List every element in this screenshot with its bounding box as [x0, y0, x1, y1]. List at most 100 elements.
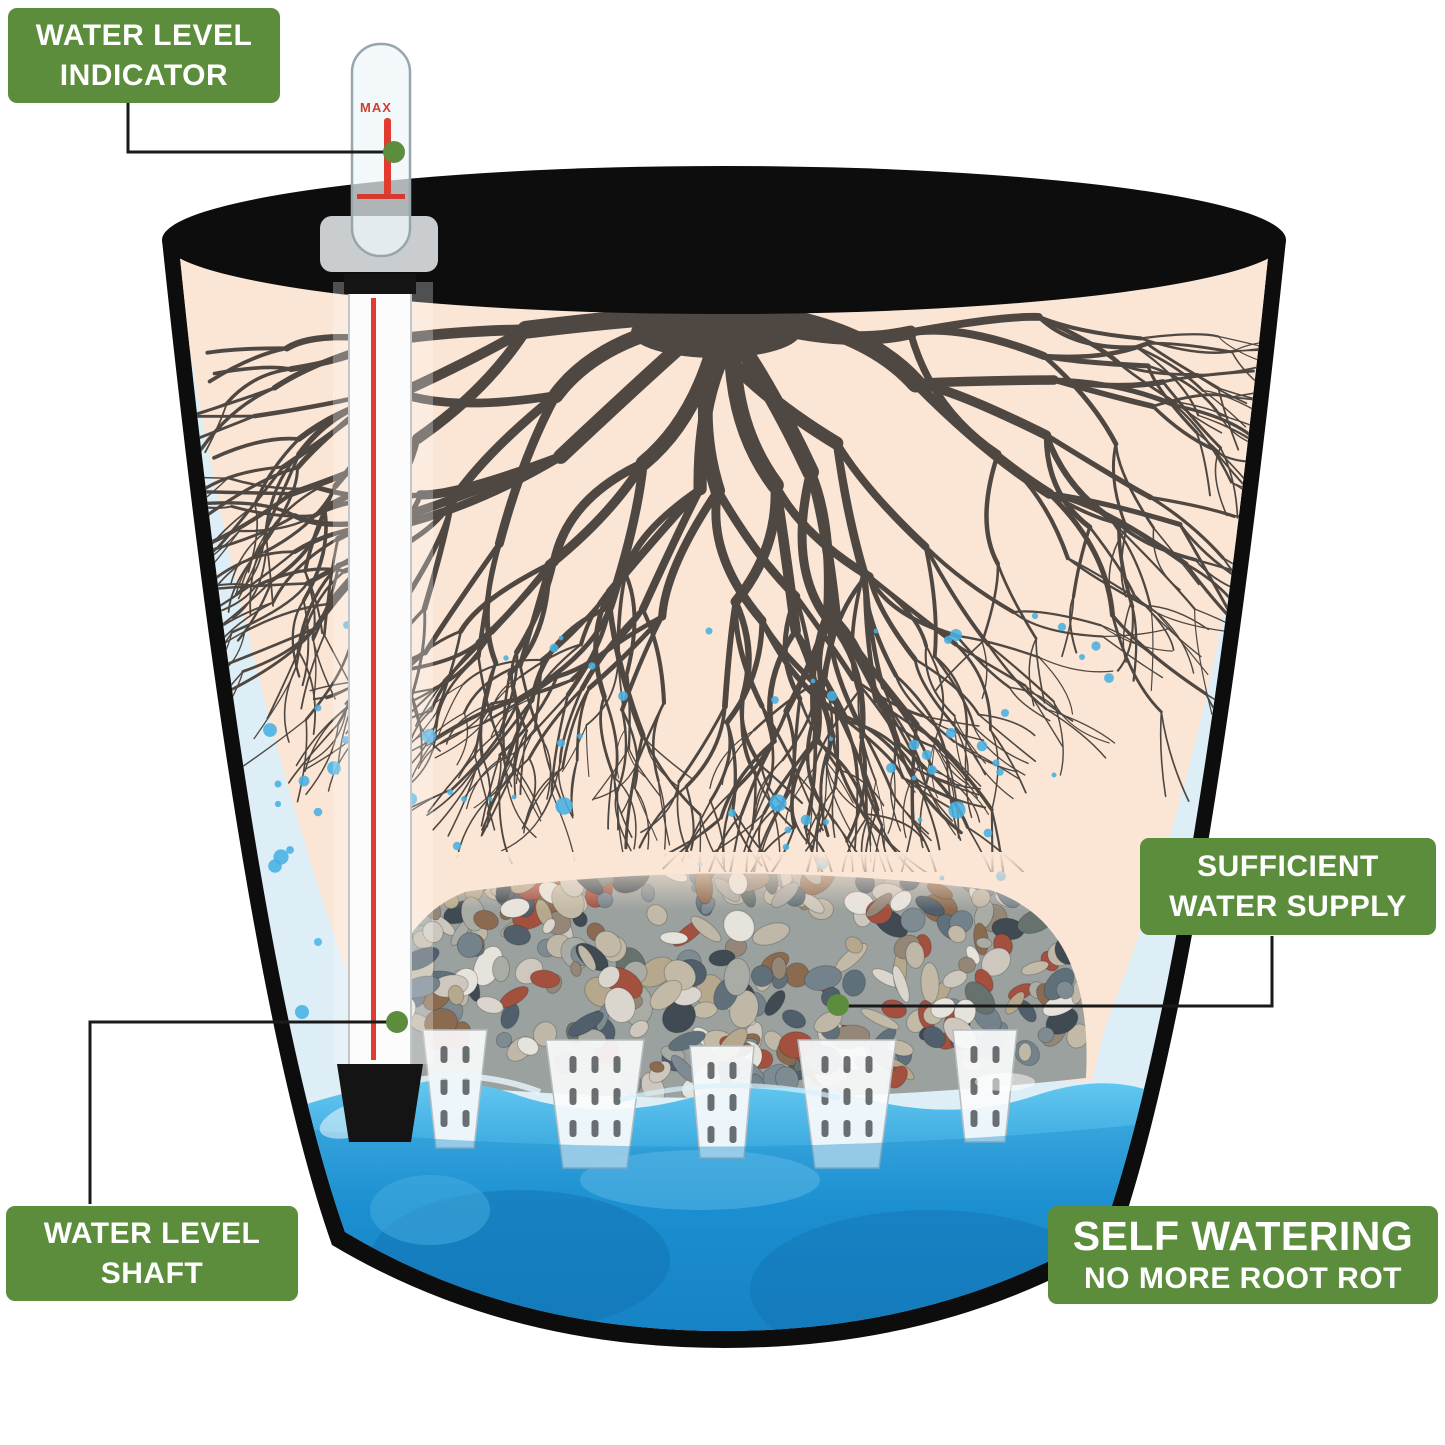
root-segment [914, 777, 987, 809]
moisture-dot [784, 826, 792, 834]
pebble [860, 1008, 900, 1030]
root-segment [981, 641, 988, 700]
root-segment [845, 719, 915, 769]
root-segment [1117, 522, 1198, 562]
root-segment [235, 540, 266, 595]
root-segment [542, 740, 562, 800]
water-level-shaft [333, 274, 433, 1142]
basket-slot [970, 1046, 978, 1063]
root-segment [1217, 387, 1240, 451]
root-segment [544, 458, 648, 570]
root-segment [575, 686, 591, 762]
pebble [750, 964, 774, 988]
moisture-dot [886, 763, 896, 773]
root-segment [436, 630, 462, 713]
root-segment [1218, 414, 1269, 455]
root-segment [771, 480, 874, 581]
root-segment [411, 694, 423, 763]
shaft-red-line [371, 298, 376, 1060]
root-segment [1043, 432, 1093, 530]
root-segment [622, 485, 704, 578]
pebble [476, 996, 504, 1014]
root-segment [462, 658, 543, 686]
root-segment [634, 701, 666, 767]
label-self-watering: SELF WATERING NO MORE ROOT ROT [1048, 1206, 1438, 1304]
pebble [495, 1031, 513, 1049]
root-segment [1122, 593, 1135, 663]
root-segment [817, 619, 836, 740]
root-segment [205, 346, 289, 355]
water-light-blob [370, 1175, 490, 1245]
root-segment [805, 787, 836, 845]
root-segment [1051, 377, 1156, 410]
root-segment [227, 546, 263, 613]
basket-slot [821, 1056, 829, 1073]
root-segment [457, 729, 502, 779]
root-segment [616, 572, 628, 665]
root-segment [1144, 604, 1202, 658]
moisture-dot [557, 739, 565, 747]
drainage-baskets [422, 1029, 1018, 1169]
root-segment [1144, 604, 1210, 631]
moisture-dot [950, 629, 962, 641]
root-segment [585, 661, 620, 726]
label-water-level-shaft: WATER LEVEL SHAFT [6, 1206, 298, 1301]
root-segment [645, 739, 679, 787]
root-segment [933, 655, 969, 741]
pebble [503, 924, 531, 946]
root-segment [550, 693, 570, 794]
moisture-dot [558, 635, 564, 641]
root-segment [271, 537, 340, 604]
pebble [905, 941, 925, 969]
root-segment [1116, 605, 1134, 672]
root-segment [824, 675, 834, 766]
moisture-dot [487, 796, 493, 802]
root-segment [1111, 442, 1129, 529]
root-segment [599, 695, 614, 775]
basket-slot [440, 1110, 448, 1127]
root-segment [845, 719, 905, 780]
root-segment [239, 532, 267, 590]
root-segment [709, 729, 755, 790]
root-segment [1146, 364, 1199, 435]
root-segment [179, 693, 224, 752]
basket-slot [707, 1126, 715, 1143]
root-segment [760, 704, 800, 777]
pebble [491, 955, 511, 983]
root-segment [1152, 527, 1181, 591]
root-segment [889, 769, 902, 832]
root-segment [825, 761, 854, 804]
root-segment [283, 665, 298, 743]
shaft-body [348, 281, 412, 1067]
root-segment [865, 817, 891, 872]
root-segment [240, 718, 307, 769]
root-segment [437, 683, 465, 738]
root-segment [270, 505, 327, 583]
root-segment [712, 812, 765, 854]
tube-max-line [357, 194, 405, 199]
root-segment [620, 708, 639, 790]
label-self-watering-line1: SELF WATERING [1072, 1213, 1414, 1260]
root-segment [954, 715, 965, 774]
root-segment [827, 620, 862, 728]
root-segment [200, 514, 297, 555]
root-segment [918, 765, 953, 822]
basket [689, 1045, 755, 1159]
basket-slot [569, 1120, 577, 1137]
moisture-dot [327, 761, 341, 775]
water-level-indicator-tube: MAX [350, 42, 412, 258]
root-segment [514, 559, 557, 655]
root-segment [1139, 333, 1220, 340]
root-segment [249, 546, 263, 616]
root-segment [850, 572, 865, 694]
pebble [570, 961, 582, 977]
root-segment [236, 579, 274, 642]
root-segment [518, 664, 545, 743]
root-segment [625, 671, 631, 750]
moisture-dot [461, 796, 467, 802]
root-segment [179, 414, 256, 462]
root-segment [1145, 341, 1234, 354]
root-segment [930, 766, 981, 823]
root-segment [825, 763, 852, 834]
root-segment [861, 572, 929, 648]
